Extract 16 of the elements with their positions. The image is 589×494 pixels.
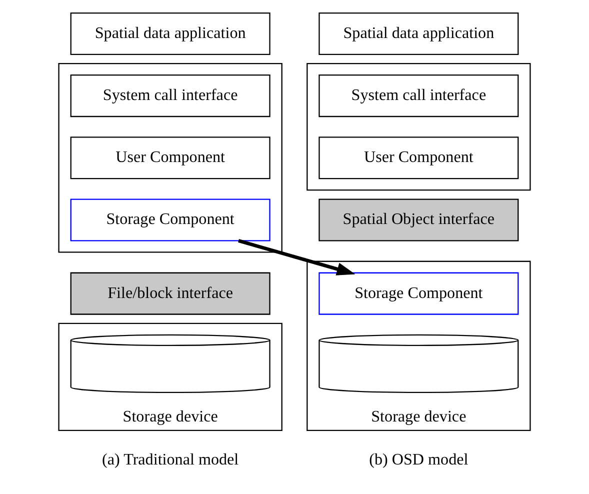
cluster [306, 63, 531, 191]
node-box: System call interface [70, 74, 270, 118]
label: (a) Traditional model [102, 452, 239, 469]
cluster: Storage device [58, 322, 282, 431]
node-box: Spatial data application [318, 12, 519, 55]
node-box: Spatial Object interface [318, 198, 519, 242]
node-box: User Component [70, 136, 270, 180]
arrow [238, 239, 356, 276]
node-box: Spatial data application [70, 12, 270, 55]
node-box: User Component [318, 136, 519, 180]
node-box: Storage Component [318, 272, 519, 315]
node-box: Storage Component [70, 198, 270, 242]
cluster [58, 63, 282, 253]
node-box: System call interface [318, 74, 519, 118]
node-box: File/block interface [70, 272, 270, 315]
label: (b) OSD model [369, 452, 468, 469]
